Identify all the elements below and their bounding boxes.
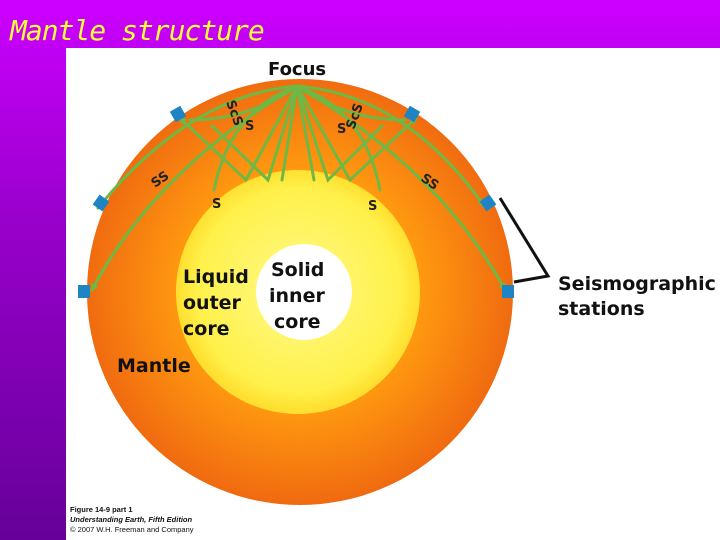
- outer-core-label: Liquid outer core: [183, 266, 249, 340]
- s-wave-path-right: [295, 84, 507, 292]
- caption-figure: Figure 14-9 part 1: [70, 505, 133, 514]
- wave-path: [212, 84, 299, 192]
- svg-text:outer: outer: [183, 292, 242, 314]
- seismograph-stations: [78, 105, 514, 298]
- svg-text:stations: stations: [558, 298, 645, 320]
- slide-title: Mantle structure: [10, 14, 265, 47]
- s-wave-path-left: [90, 84, 299, 292]
- station-marker: [92, 194, 110, 212]
- wave-label-s: S: [368, 199, 377, 214]
- wave-path: [295, 84, 316, 182]
- station-pointer-line: [498, 197, 551, 284]
- focus-label: Focus: [268, 59, 326, 80]
- wave-label-s: S: [245, 119, 254, 134]
- wave-path: [280, 84, 299, 182]
- caption-book: Understanding Earth, Fifth Edition: [70, 515, 193, 524]
- station-marker: [479, 194, 497, 212]
- svg-text:core: core: [274, 311, 321, 333]
- station-marker: [403, 105, 421, 123]
- figure-caption: Figure 14-9 part 1 Understanding Earth, …: [70, 505, 194, 535]
- wave-label-s: S: [212, 197, 221, 212]
- station-marker: [169, 105, 187, 123]
- station-marker: [502, 285, 514, 298]
- svg-text:core: core: [183, 318, 230, 340]
- caption-copyright: © 2007 W.H. Freeman and Company: [70, 525, 194, 534]
- scs-wave-path-right: [295, 84, 418, 183]
- seismic-wave-paths: [90, 84, 507, 292]
- inner-core-label: Solid inner core: [269, 259, 325, 333]
- scs-wave-path-left: [178, 84, 299, 183]
- inner-core-layer: [256, 244, 352, 340]
- svg-text:Seismographic: Seismographic: [558, 273, 716, 295]
- svg-text:inner: inner: [269, 285, 325, 307]
- seismographic-stations-label: Seismographic stations: [558, 273, 716, 320]
- svg-text:Liquid: Liquid: [183, 266, 249, 288]
- station-marker: [78, 285, 90, 298]
- wave-label-s: S: [337, 122, 346, 137]
- wave-path: [295, 84, 382, 192]
- svg-text:Solid: Solid: [271, 259, 324, 281]
- mantle-label: Mantle: [117, 355, 191, 377]
